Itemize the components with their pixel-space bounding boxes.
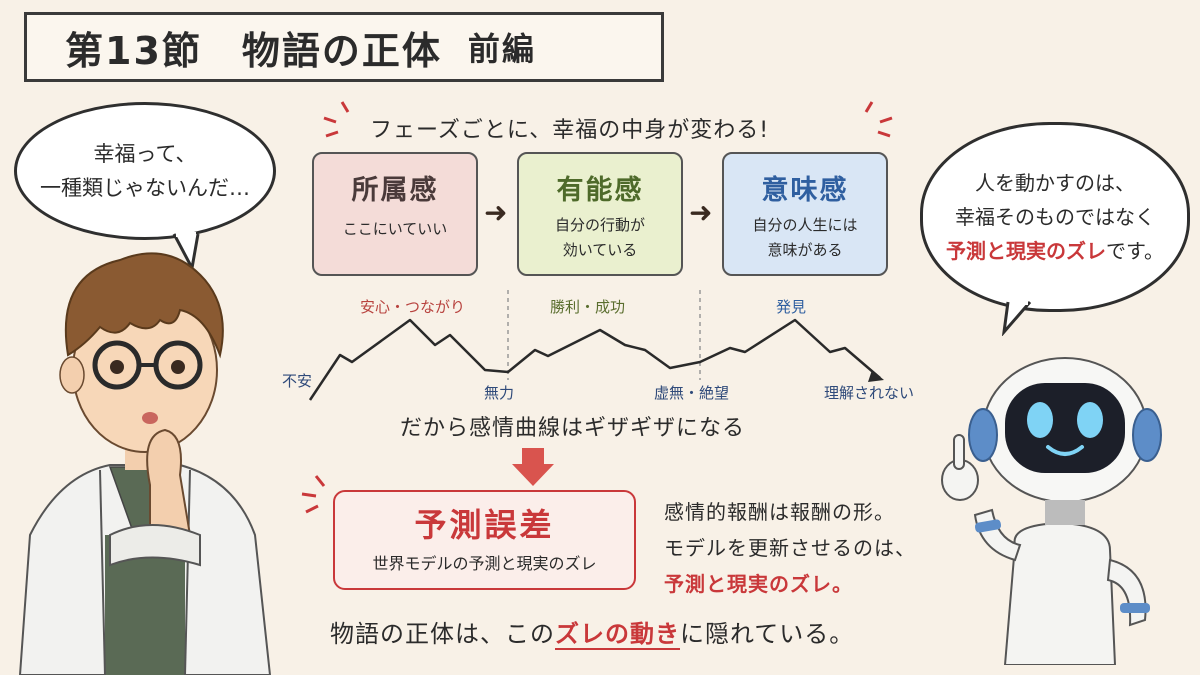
phase-name: 所属感 xyxy=(351,175,439,206)
phase-name: 有能感 xyxy=(556,175,644,206)
page-title: 第13節 物語の正体 前編 xyxy=(24,12,664,82)
conclusion-highlight: ズレの動き xyxy=(555,620,680,648)
phase-desc: 意味がある xyxy=(767,241,843,259)
side-explanation: 感情的報酬は報酬の形。 モデルを更新させるのは、 予測と現実のズレ。 xyxy=(664,494,916,602)
robot-speech-bubble: 人を動かすのは、 幸福そのものではなく 予測と現実のズレです。 xyxy=(920,122,1190,312)
prediction-error-box: 予測誤差 世界モデルの予測と現実のズレ xyxy=(333,490,636,590)
phase-belonging: 所属感 ここにいていい xyxy=(312,152,478,276)
conclusion-suffix: に隠れている。 xyxy=(680,620,855,648)
down-arrow-icon xyxy=(512,448,554,486)
bubble-line: 幸福って、 xyxy=(93,142,197,166)
scientist-speech-bubble: 幸福って、 一種類じゃないんだ… xyxy=(14,102,276,240)
bubble-line: 一種類じゃないんだ… xyxy=(40,176,250,200)
emphasis-marks-icon xyxy=(323,101,350,138)
bubble-line: 幸福そのものではなく xyxy=(955,205,1155,229)
phase-desc: 効いている xyxy=(562,241,638,259)
bubble-highlight: 予測と現実のズレ xyxy=(946,239,1106,263)
phase-competence: 有能感 自分の行動が 効いている xyxy=(517,152,683,276)
side-line: 感情的報酬は報酬の形。 xyxy=(664,500,895,524)
curve-label-low1: 無力 xyxy=(484,384,515,402)
side-line: モデルを更新させるのは、 xyxy=(664,536,916,560)
phase-name: 意味感 xyxy=(761,175,849,206)
curve-caption: だから感情曲線はギザギザになる xyxy=(400,416,746,441)
emphasis-marks-icon xyxy=(864,101,893,138)
prediction-error-desc: 世界モデルの予測と現実のズレ xyxy=(372,554,597,573)
phase-desc: 自分の行動が xyxy=(554,216,645,234)
robot-character xyxy=(941,357,1162,665)
conclusion-prefix: 物語の正体は、この xyxy=(330,620,555,648)
phase-desc: ここにいていい xyxy=(342,220,448,238)
curve-label-peak2: 勝利・成功 xyxy=(550,298,626,316)
bubble-line: 予測と現実のズレです。 xyxy=(923,234,1187,268)
curve-label-end: 理解されない xyxy=(824,384,915,402)
right-arrow-icon: ➜ xyxy=(484,196,508,229)
phase-heading: フェーズごとに、幸福の中身が変わる! xyxy=(370,118,770,143)
side-line-highlight: 予測と現実のズレ。 xyxy=(664,572,853,596)
title-main: 第13節 物語の正体 xyxy=(65,28,442,73)
conclusion-text: 物語の正体は、このズレの動きに隠れている。 xyxy=(330,614,854,649)
bubble-tail-icon xyxy=(1001,300,1032,336)
curve-label-low2: 虚無・絶望 xyxy=(654,384,730,402)
scientist-character xyxy=(18,252,272,675)
right-arrow-icon: ➜ xyxy=(689,196,713,229)
curve-label-peak1: 安心・つながり xyxy=(360,298,466,316)
phase-meaning: 意味感 自分の人生には 意味がある xyxy=(722,152,888,276)
emotion-curve xyxy=(308,290,884,401)
emphasis-marks-icon xyxy=(301,475,326,514)
title-sub: 前編 xyxy=(467,30,536,68)
prediction-error-title: 予測誤差 xyxy=(414,506,555,544)
curve-label-peak3: 発見 xyxy=(776,298,807,316)
curve-label-start: 不安 xyxy=(282,372,313,390)
phase-desc: 自分の人生には xyxy=(752,216,858,234)
bubble-line: 人を動かすのは、 xyxy=(975,171,1135,195)
bubble-tail-text: です。 xyxy=(1106,239,1164,263)
